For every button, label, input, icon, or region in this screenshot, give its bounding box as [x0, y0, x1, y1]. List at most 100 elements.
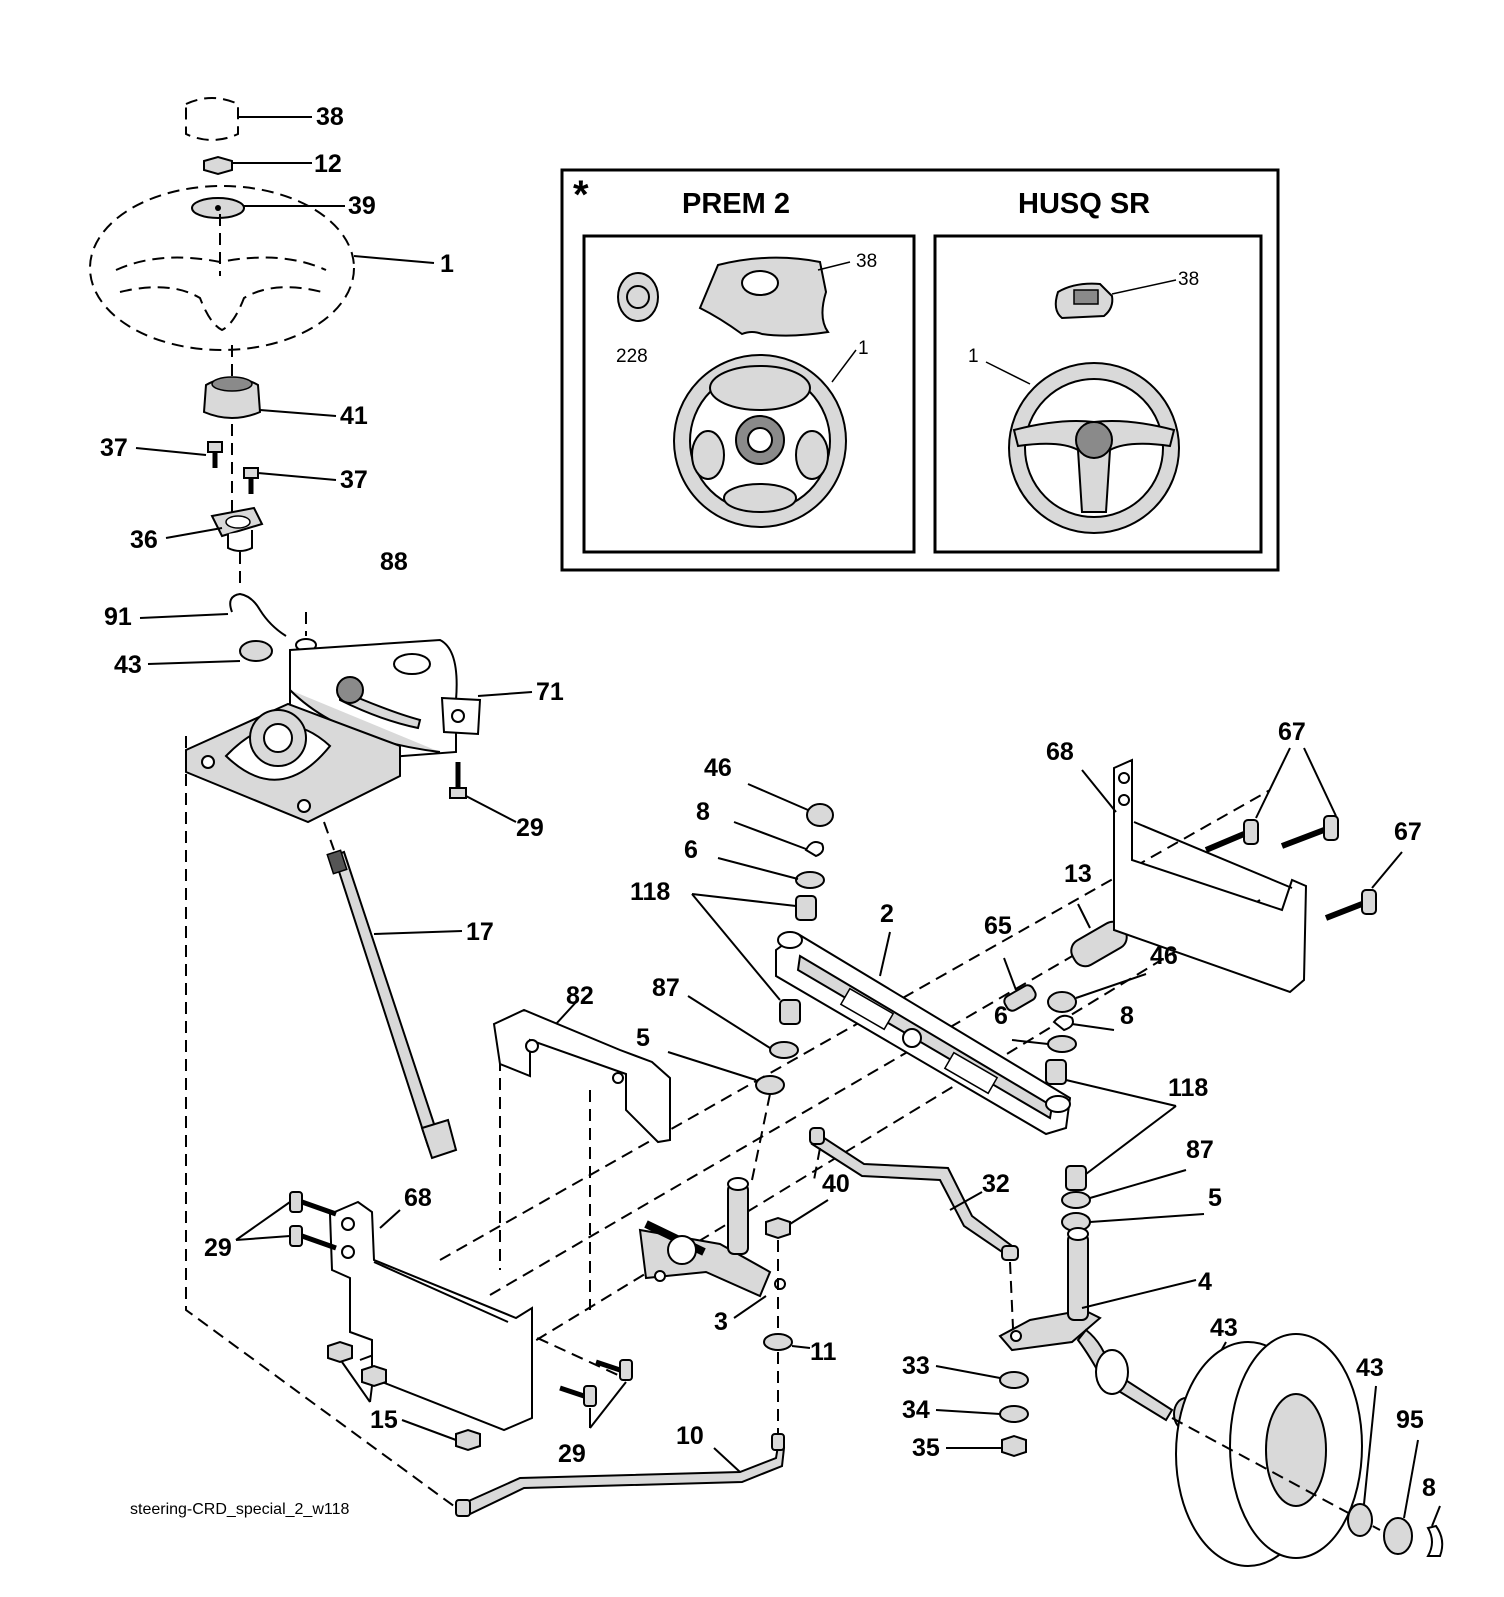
- callout-29-c: 29: [558, 1440, 586, 1468]
- callout-91: 91: [104, 603, 132, 631]
- inset-title-husq-sr: HUSQ SR: [1018, 188, 1150, 220]
- nut-35-part: [1001, 1434, 1027, 1458]
- callout-43-a: 43: [114, 651, 142, 679]
- label-emblem-228: 228: [616, 346, 648, 367]
- callout-32: 32: [982, 1170, 1010, 1198]
- callout-46-b: 46: [1150, 942, 1178, 970]
- nut-15-a-part: [327, 1340, 353, 1364]
- callout-39: 39: [348, 192, 376, 220]
- callout-35: 35: [912, 1434, 940, 1462]
- clip-8-c-part: [1426, 1524, 1444, 1557]
- callout-88: 88: [380, 548, 408, 576]
- callout-67-b: 67: [1394, 818, 1422, 846]
- callout-labels: 38 12 39 1 41 37 37 36 88 91 43 71 29 17…: [100, 103, 1436, 1502]
- callout-67-a: 67: [1278, 718, 1306, 746]
- callout-8-c: 8: [1422, 1474, 1436, 1502]
- callout-29-b: 29: [204, 1234, 232, 1262]
- label-husq-sr-wheel-1: 1: [968, 346, 979, 367]
- washer-95-part: [1383, 1517, 1413, 1555]
- callout-6-a: 6: [684, 836, 698, 864]
- callout-118-b: 118: [1168, 1074, 1208, 1102]
- steering-column-group: [89, 97, 533, 1160]
- diagram-caption: steering-CRD_special_2_w118: [130, 1501, 349, 1518]
- bolt-29-d-part: [583, 1385, 597, 1407]
- callout-118-a: 118: [630, 878, 670, 906]
- callout-1: 1: [440, 250, 454, 278]
- cap-46-a-part: [806, 803, 834, 827]
- lower-bracket-group: [235, 1191, 786, 1517]
- axle-group: [492, 747, 1444, 1567]
- bolt-29-c-part: [289, 1225, 303, 1247]
- callout-40: 40: [822, 1170, 850, 1198]
- husqvarna-emblem-icon: [617, 272, 659, 322]
- spacer-65-part: [1003, 984, 1037, 1012]
- bolt-37-b-part: [243, 467, 259, 479]
- bolt-67-c-part: [1361, 889, 1377, 915]
- washer-6-a-part: [795, 871, 825, 889]
- callout-10: 10: [676, 1422, 704, 1450]
- bushing-118-c-part: [779, 999, 801, 1025]
- steering-cap-part: [185, 97, 239, 141]
- prem2-panel: [582, 234, 916, 554]
- callout-46-a: 46: [704, 754, 732, 782]
- callout-8-a: 8: [696, 798, 710, 826]
- callout-11: 11: [810, 1338, 837, 1366]
- callout-37-b: 37: [340, 466, 368, 494]
- callout-6-b: 6: [994, 1002, 1008, 1030]
- nut-15-c-part: [455, 1428, 481, 1452]
- washer-43-part: [239, 640, 273, 662]
- prem2-cover-part: [698, 256, 830, 337]
- callout-13: 13: [1064, 860, 1092, 888]
- spindle-3-part: [638, 1228, 772, 1298]
- callout-3: 3: [714, 1308, 728, 1336]
- callout-41: 41: [340, 402, 368, 430]
- bracket-82-part: [492, 1008, 671, 1144]
- callout-5-b: 5: [1208, 1184, 1222, 1212]
- inset-panel: * PREM 2 HUSQ SR 228 38 1 38 1: [560, 168, 1280, 572]
- callout-68-b: 68: [404, 1184, 432, 1212]
- callout-37-a: 37: [100, 434, 128, 462]
- clip-8-b-part: [1052, 1014, 1074, 1032]
- callout-2: 2: [880, 900, 894, 928]
- label-prem2-cover-38: 38: [856, 251, 877, 272]
- washer-6-b-part: [1047, 1035, 1077, 1053]
- callout-5-a: 5: [636, 1024, 650, 1052]
- callout-33: 33: [902, 1352, 930, 1380]
- bolt-29-e-part: [619, 1359, 633, 1381]
- mount-bracket-68-b-part: [328, 1200, 533, 1432]
- callout-43-c: 43: [1356, 1354, 1384, 1382]
- bolt-67-b-part: [1323, 815, 1339, 841]
- callout-68-a: 68: [1046, 738, 1074, 766]
- callout-95: 95: [1396, 1406, 1424, 1434]
- washer-11-part: [763, 1333, 793, 1351]
- nut-12-part: [203, 155, 233, 176]
- drag-link-10-part: [460, 1444, 786, 1516]
- inset-frame: [560, 168, 1280, 572]
- callout-8-b: 8: [1120, 1002, 1134, 1030]
- mount-bracket-68-a-part: [1113, 758, 1308, 994]
- bolt-29-a-part: [449, 787, 467, 799]
- bushing-118-d-part: [1065, 1165, 1087, 1191]
- callout-29-a: 29: [516, 814, 544, 842]
- label-husq-sr-cover-38: 38: [1178, 269, 1199, 290]
- callout-4: 4: [1198, 1268, 1212, 1296]
- bushing-118-a-part: [795, 895, 817, 921]
- washer-43-c-part: [1347, 1503, 1373, 1537]
- washer-5-a-part: [755, 1075, 785, 1095]
- nut-40-part: [765, 1216, 791, 1240]
- bolt-29-b-part: [289, 1191, 303, 1213]
- inset-asterisk: *: [573, 173, 589, 217]
- callout-87-b: 87: [1186, 1136, 1214, 1164]
- lockwasher-34-part: [999, 1405, 1029, 1423]
- callout-87-a: 87: [652, 974, 680, 1002]
- callout-12: 12: [314, 150, 342, 178]
- callout-36: 36: [130, 526, 158, 554]
- clip-8-a-part: [804, 841, 825, 858]
- callout-38: 38: [316, 103, 344, 131]
- inset-title-prem2: PREM 2: [682, 188, 790, 220]
- callout-43-b: 43: [1210, 1314, 1238, 1342]
- hair-clip-91-part: [229, 592, 287, 637]
- callout-34: 34: [902, 1396, 930, 1424]
- bolt-37-a-part: [207, 441, 223, 453]
